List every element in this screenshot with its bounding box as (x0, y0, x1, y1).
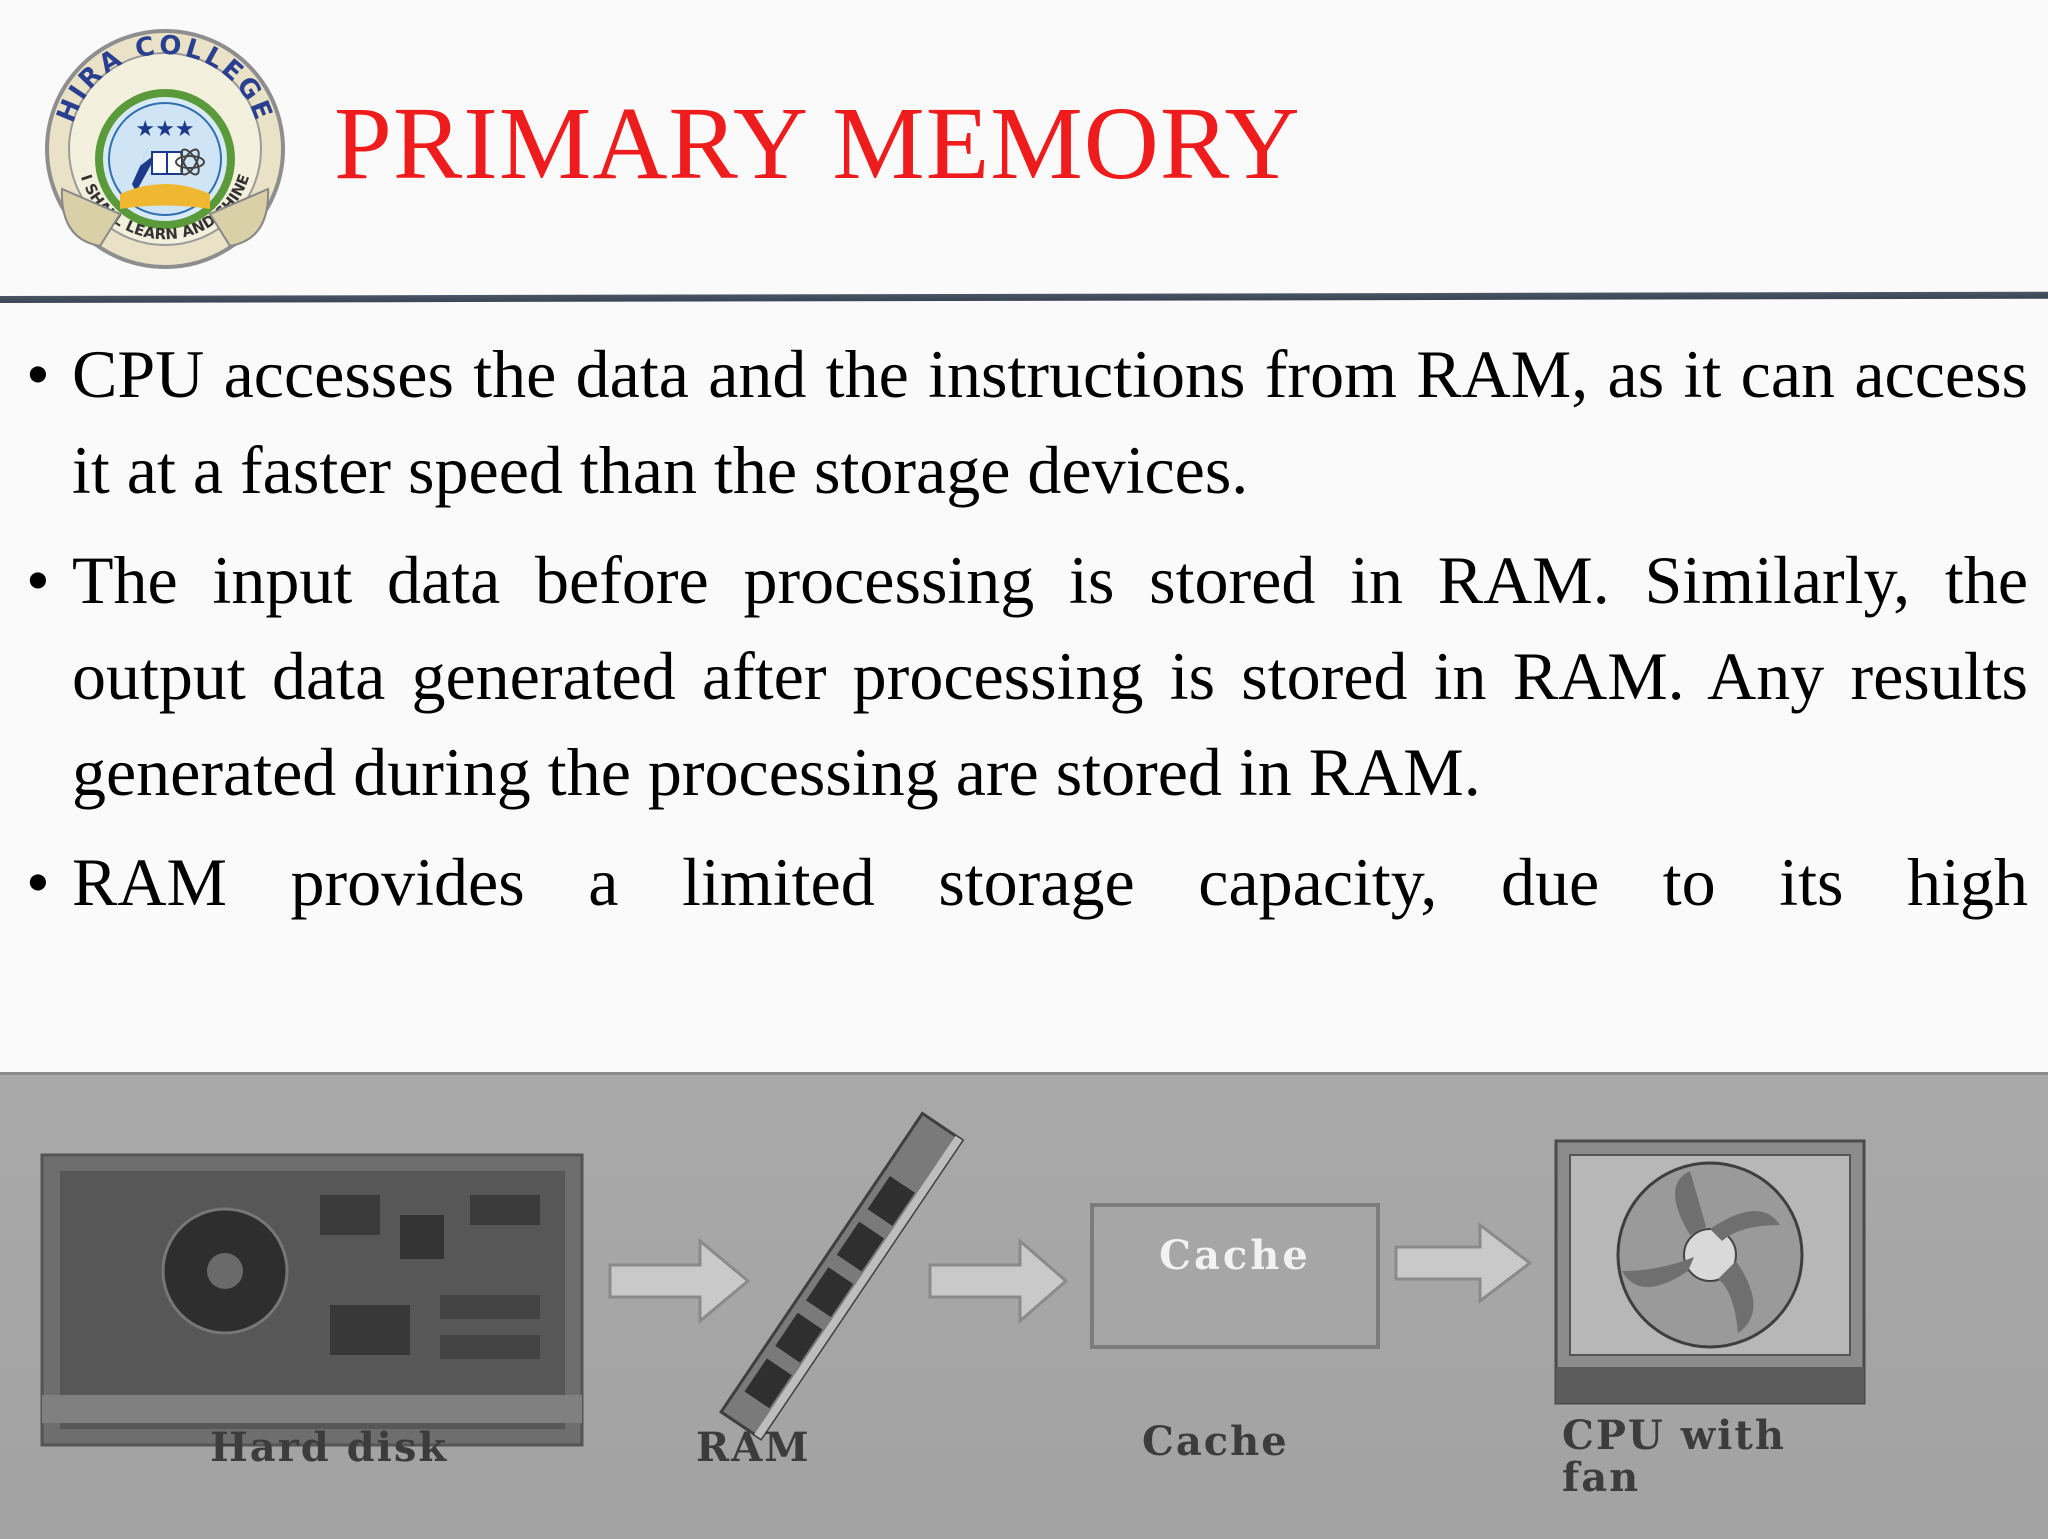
bullet-text: The input data before processing is stor… (72, 542, 2028, 810)
slide-title: PRIMARY MEMORY (334, 86, 1301, 201)
bullet-marker: • (26, 542, 50, 618)
arrow-icon (928, 1237, 1069, 1325)
title-divider (0, 291, 2048, 303)
bullet-marker: • (26, 844, 50, 920)
ram-stick-image (719, 1111, 965, 1441)
bullet-list: • CPU accesses the data and the instruct… (26, 326, 2028, 944)
cache-box (1090, 1203, 1380, 1349)
caption-ram: RAM (696, 1424, 811, 1471)
caption-cache: Cache (1142, 1418, 1289, 1465)
college-logo: HIRA COLLEGE I SHALL LEARN AND SHINE ★★★ (40, 24, 290, 274)
caption-cpu-line2: fan (1562, 1454, 1641, 1501)
caption-hard-disk: Hard disk (210, 1424, 449, 1471)
svg-text:★★★: ★★★ (135, 117, 194, 142)
bullet-text: RAM provides a limited storage capacity,… (72, 844, 2028, 920)
memory-hierarchy-figure: Hard disk RAM Cache CPU with fan (0, 1072, 2048, 1539)
bullet-item: • CPU accesses the data and the instruct… (26, 326, 2028, 518)
bullet-text: CPU accesses the data and the instructio… (72, 336, 2028, 508)
arrow-icon (1394, 1221, 1533, 1305)
caption-cpu-line1: CPU with (1562, 1412, 1786, 1459)
bullet-marker: • (26, 336, 50, 412)
bullet-item: • The input data before processing is st… (26, 532, 2028, 820)
bullet-item: • RAM provides a limited storage capacit… (26, 834, 2028, 930)
hard-disk-image (40, 1153, 584, 1447)
cpu-fan-image (1554, 1139, 1866, 1405)
cache-box-label: Cache (1159, 1232, 1311, 1279)
arrow-icon (608, 1237, 751, 1325)
